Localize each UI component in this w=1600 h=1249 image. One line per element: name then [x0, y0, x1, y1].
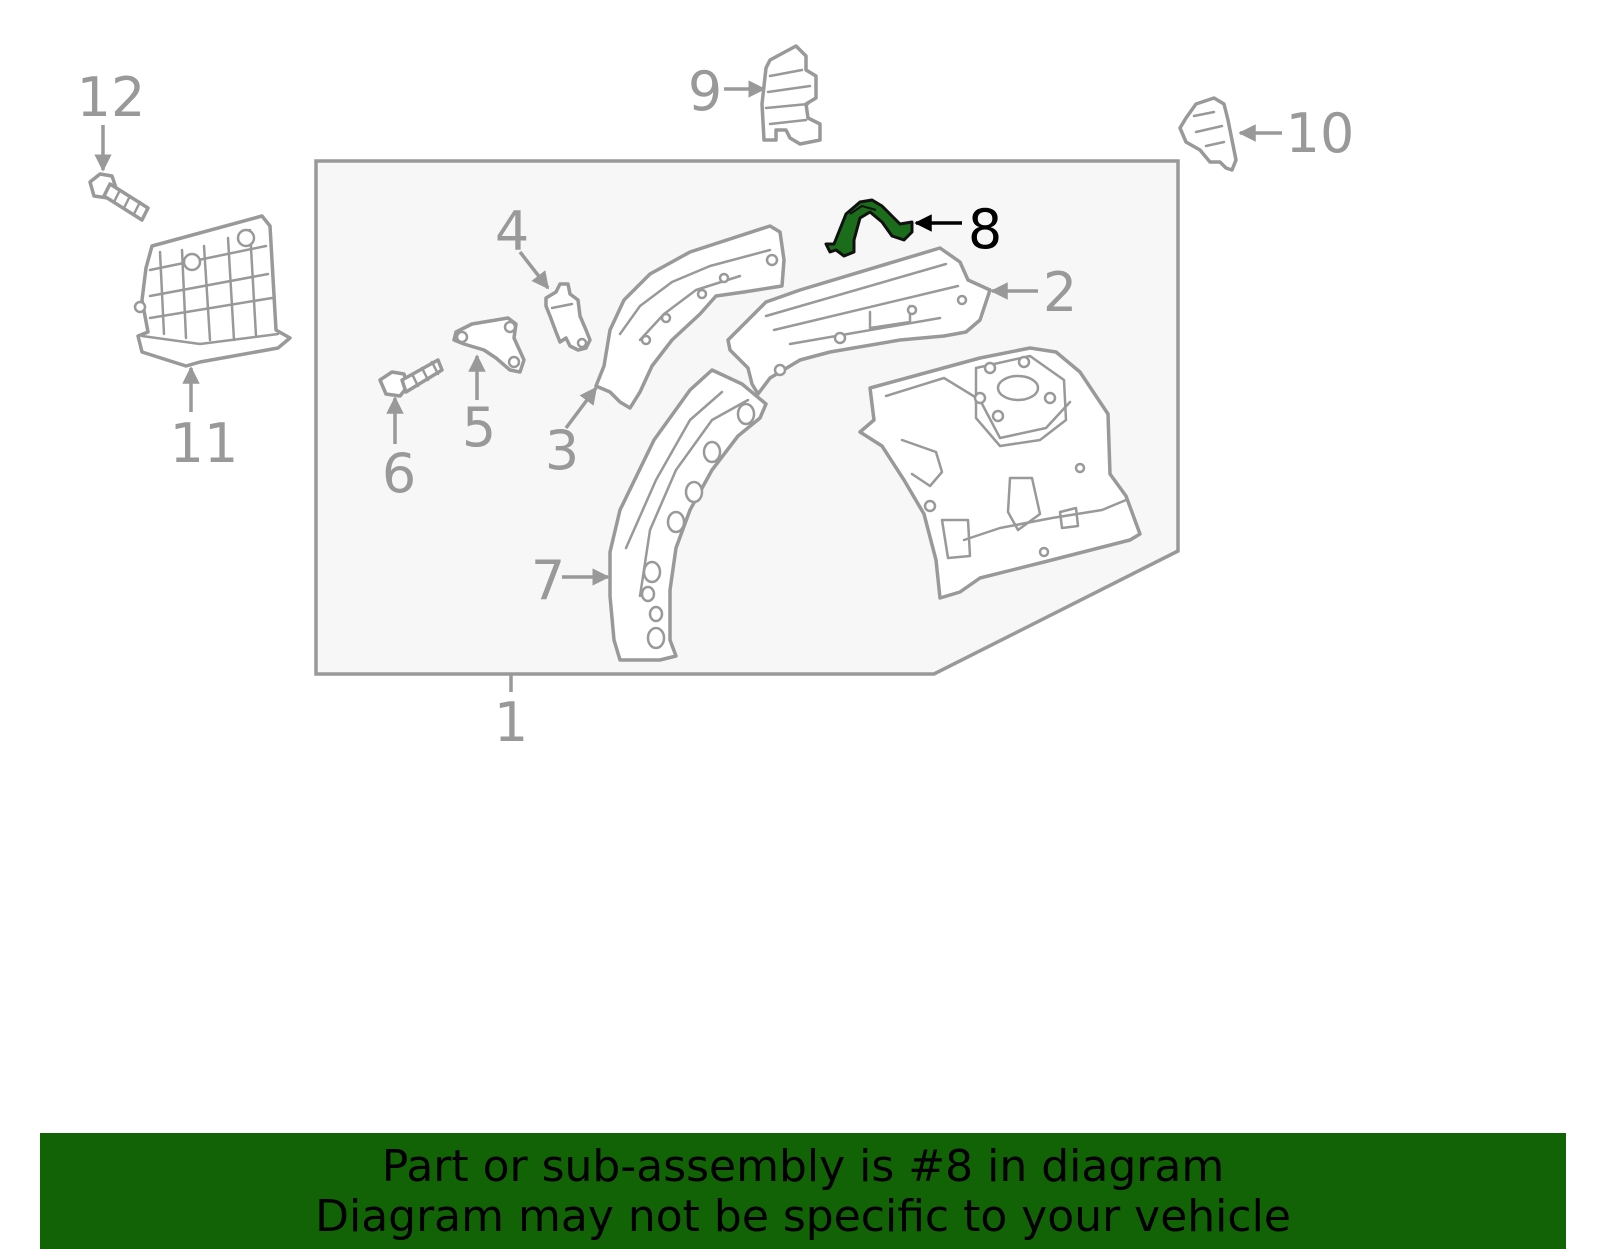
callout-8: 8: [968, 198, 1002, 261]
leader-lines: [94, 80, 1282, 692]
banner-line-1: Part or sub-assembly is #8 in diagram: [381, 1141, 1225, 1192]
part-11-bracket: [133, 214, 292, 368]
part-12-bolt: [88, 172, 150, 222]
part-5-bracket: [452, 316, 526, 374]
callout-3: 3: [545, 419, 579, 482]
callout-11: 11: [170, 412, 239, 475]
wheelhouse-inner: [858, 346, 1142, 600]
callout-9: 9: [688, 60, 722, 123]
callout-4: 4: [495, 200, 529, 263]
callout-10: 10: [1286, 102, 1355, 165]
part-6-bolt: [378, 358, 444, 398]
callout-6: 6: [382, 442, 416, 505]
part-4-bracket: [544, 282, 592, 352]
part-7-wheelhouse-outer: [608, 368, 768, 662]
banner-line-2: Diagram may not be specific to your vehi…: [315, 1191, 1291, 1242]
part-9-bracket: [760, 44, 822, 146]
callout-12: 12: [77, 66, 146, 129]
part-2-rail: [726, 246, 992, 396]
callout-1: 1: [494, 691, 528, 754]
part-8-highlighted: [824, 198, 914, 258]
notice-banner: Part or sub-assembly is #8 in diagram Di…: [40, 1133, 1566, 1249]
part-10-bracket: [1178, 96, 1238, 172]
part-3-reinforcement: [594, 224, 786, 410]
callout-2: 2: [1043, 261, 1077, 324]
callout-7: 7: [531, 549, 565, 612]
callout-5: 5: [462, 396, 496, 459]
